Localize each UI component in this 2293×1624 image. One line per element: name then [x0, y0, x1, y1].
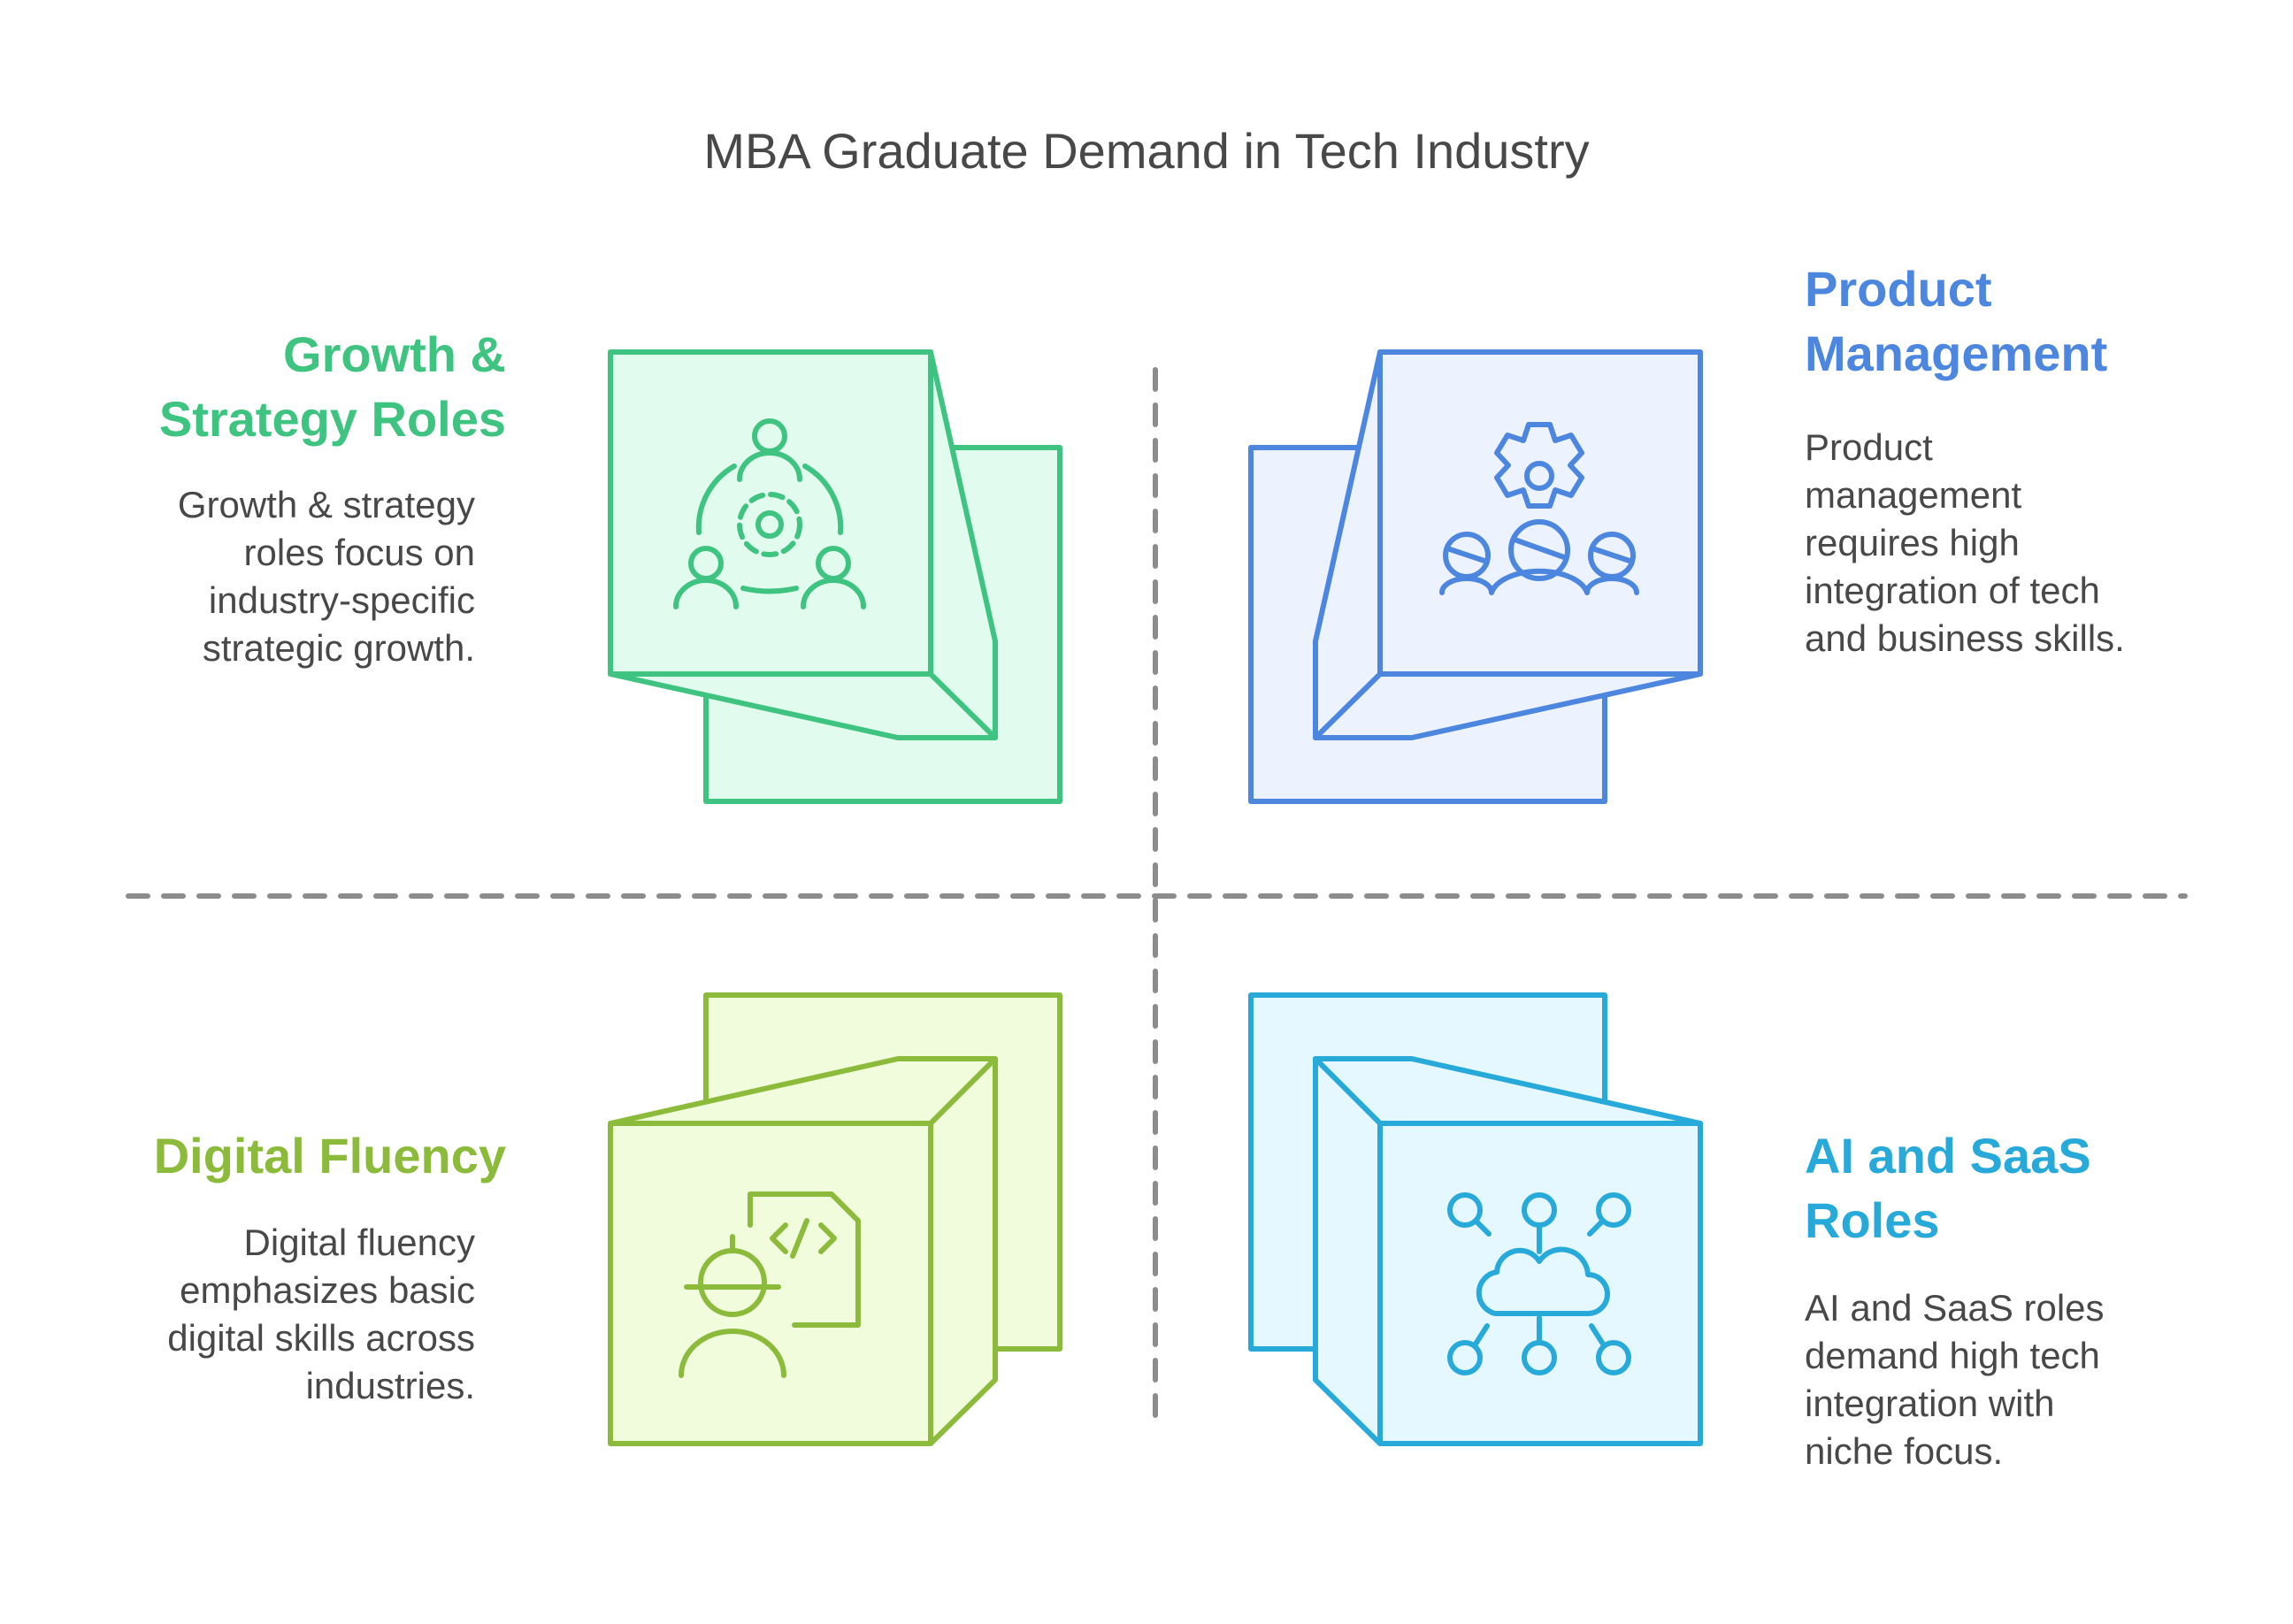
ai-cube-side-face: [1313, 1056, 1383, 1446]
ai-heading: AI and SaaS Roles: [1805, 1123, 2091, 1252]
growth-desc-line: strategic growth.: [202, 627, 475, 669]
digital-description: Digital fluency emphasizes basic digital…: [167, 1219, 475, 1410]
digital-cube-front-face: [608, 1121, 933, 1446]
ai-desc-line: AI and SaaS roles: [1805, 1287, 2105, 1329]
growth-desc-line: industry-specific: [208, 579, 475, 621]
ai-heading-line1: AI and SaaS: [1805, 1128, 2091, 1184]
team-gear-icon: [1439, 422, 1639, 595]
ai-desc-line: niche focus.: [1805, 1430, 2004, 1472]
ai-heading-line2: Roles: [1805, 1192, 1940, 1248]
growth-desc-line: roles focus on: [243, 532, 475, 573]
digital-desc-line: industries.: [305, 1365, 475, 1406]
product-desc-line: Product: [1805, 426, 1933, 468]
ai-cube-front-face: [1377, 1121, 1703, 1446]
growth-heading-line2: Strategy Roles: [158, 391, 506, 447]
page-title: MBA Graduate Demand in Tech Industry: [703, 123, 1590, 179]
digital-desc-line: digital skills across: [167, 1317, 475, 1359]
ai-description: AI and SaaS roles demand high tech integ…: [1805, 1284, 2105, 1475]
digital-heading-line1: Digital Fluency: [153, 1128, 506, 1184]
product-desc-line: and business skills.: [1805, 617, 2125, 659]
ai-cube: [1248, 992, 1703, 1446]
team-strategy-icon: [673, 418, 866, 609]
growth-description: Growth & strategy roles focus on industr…: [178, 481, 475, 672]
growth-heading-line1: Growth &: [283, 326, 506, 382]
product-heading-line2: Management: [1805, 326, 2108, 381]
product-desc-line: requires high: [1805, 522, 2020, 563]
digital-cube-side-face: [928, 1056, 998, 1446]
product-desc-line: management: [1805, 474, 2022, 516]
product-description: Product management requires high integra…: [1805, 424, 2125, 663]
ai-desc-line: demand high tech: [1805, 1335, 2100, 1376]
ai-desc-line: integration with: [1805, 1383, 2055, 1424]
cloud-network-icon: [1447, 1192, 1631, 1375]
digital-heading: Digital Fluency: [154, 1123, 506, 1188]
digital-desc-line: Digital fluency: [243, 1222, 475, 1263]
product-desc-line: integration of tech: [1805, 570, 2100, 611]
digital-desc-line: emphasizes basic: [180, 1269, 475, 1311]
developer-code-icon: [679, 1191, 861, 1378]
growth-heading: Growth & Strategy Roles: [159, 322, 506, 451]
digital-cube: [608, 992, 1062, 1446]
growth-desc-line: Growth & strategy: [177, 484, 475, 525]
product-heading-line1: Product: [1805, 261, 1992, 317]
product-cube-front-face: [1377, 349, 1703, 677]
product-heading: Product Management: [1805, 257, 2107, 386]
